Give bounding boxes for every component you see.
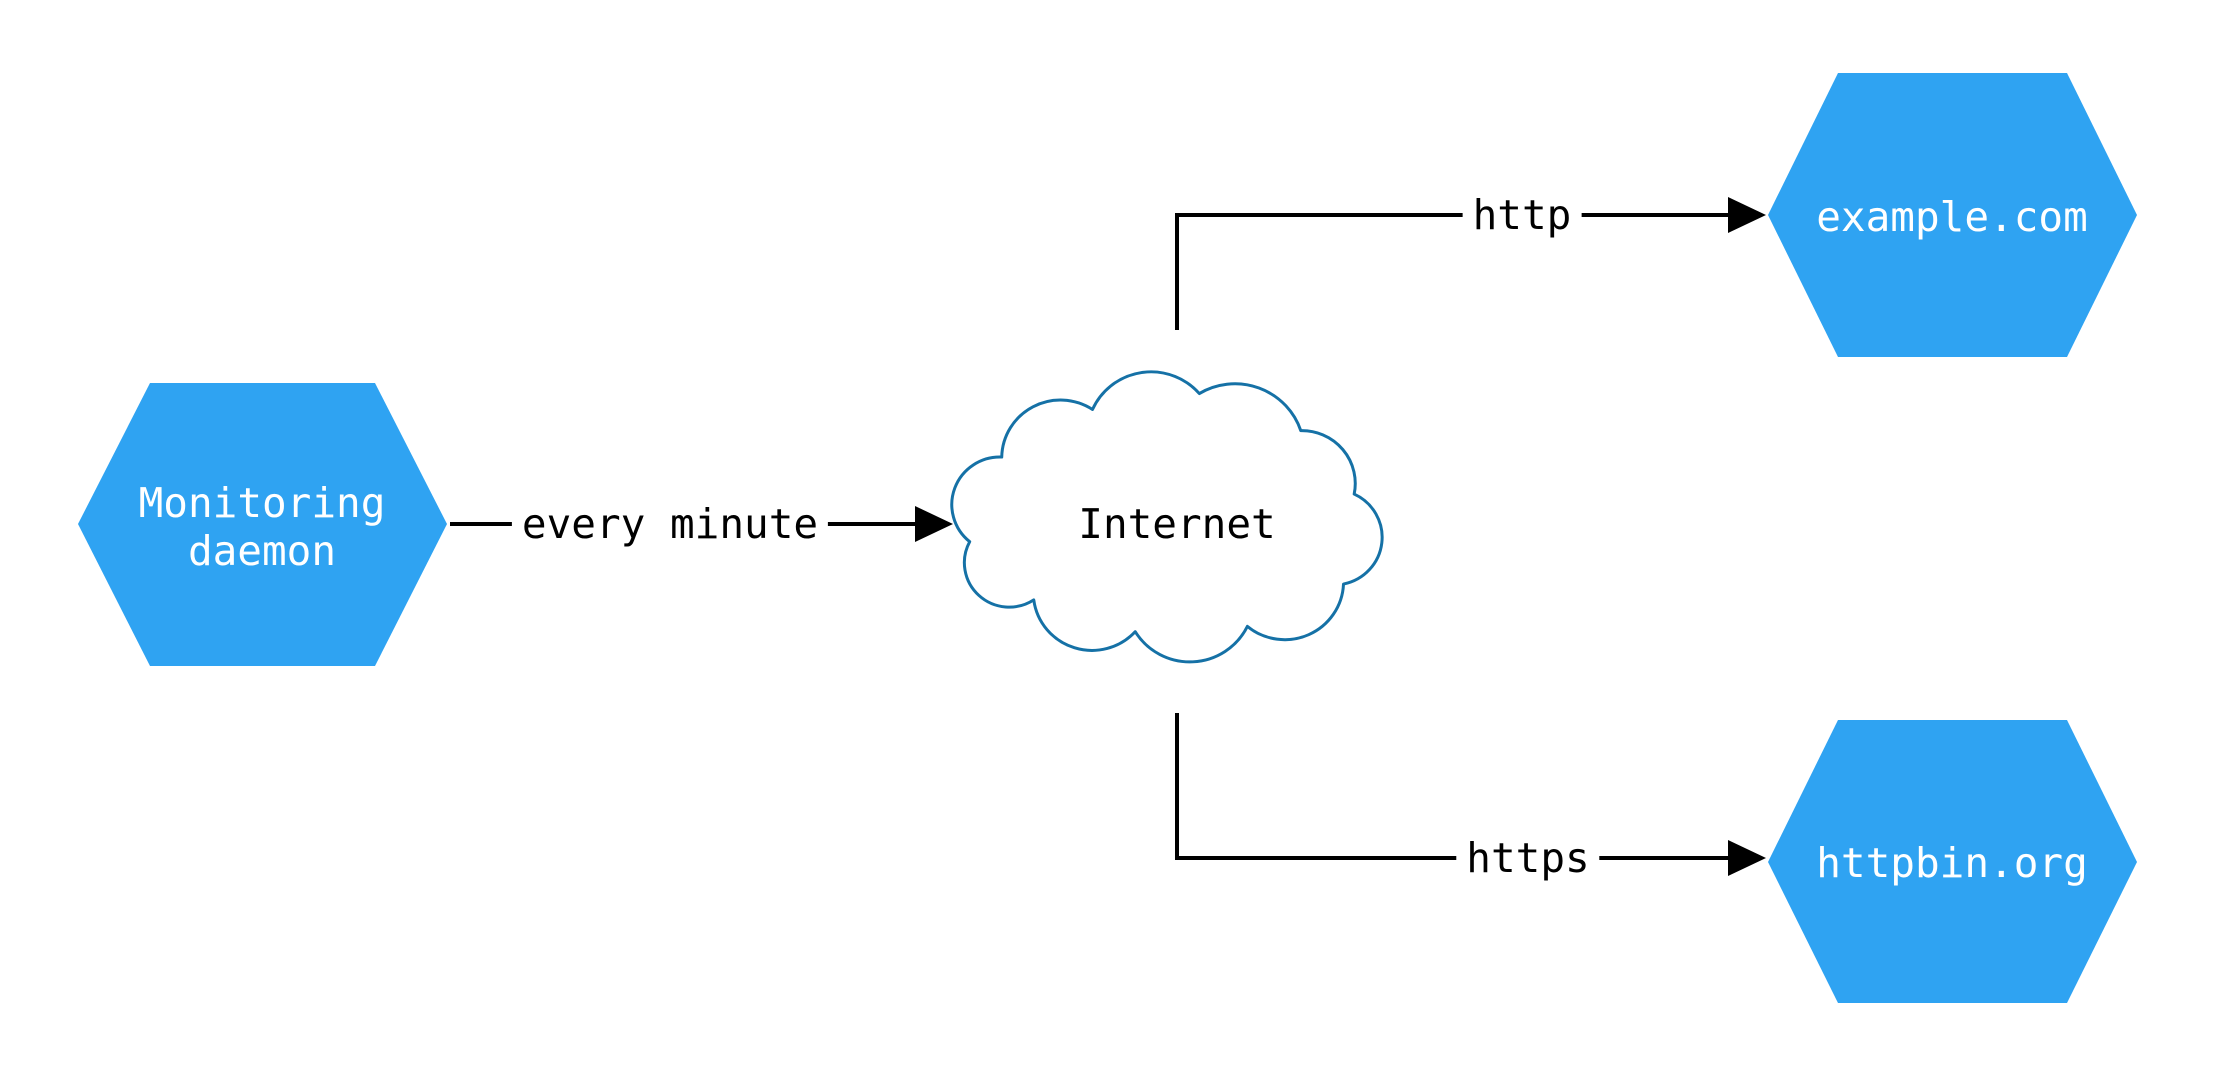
monitoring-daemon-hexagon <box>78 383 447 666</box>
monitoring-daemon-label: Monitoring daemon <box>139 479 386 575</box>
example-com-label: example.com <box>1816 193 2088 241</box>
monitoring-daemon-label-line1: Monitoring <box>138 479 386 527</box>
edge-https-line <box>1175 713 1730 860</box>
arrowhead-icon <box>915 506 953 542</box>
https-edge-label: https <box>1456 834 1600 882</box>
arrowhead-icon <box>1728 840 1766 876</box>
every-minute-edge-label: every minute <box>511 500 829 548</box>
internet-cloud-group <box>950 370 1384 664</box>
arrowhead-icon <box>1728 197 1766 233</box>
edge-http-line <box>1175 213 1730 330</box>
httpbin-org-hexagon <box>1768 720 2137 1003</box>
internet-cloud <box>950 370 1384 664</box>
http-edge-label: http <box>1462 191 1582 239</box>
httpbin-org-label: httpbin.org <box>1816 839 2088 887</box>
example-com-hexagon <box>1768 73 2137 357</box>
internet-label: Internet <box>1078 500 1276 548</box>
monitoring-daemon-label-line2: daemon <box>187 527 337 575</box>
